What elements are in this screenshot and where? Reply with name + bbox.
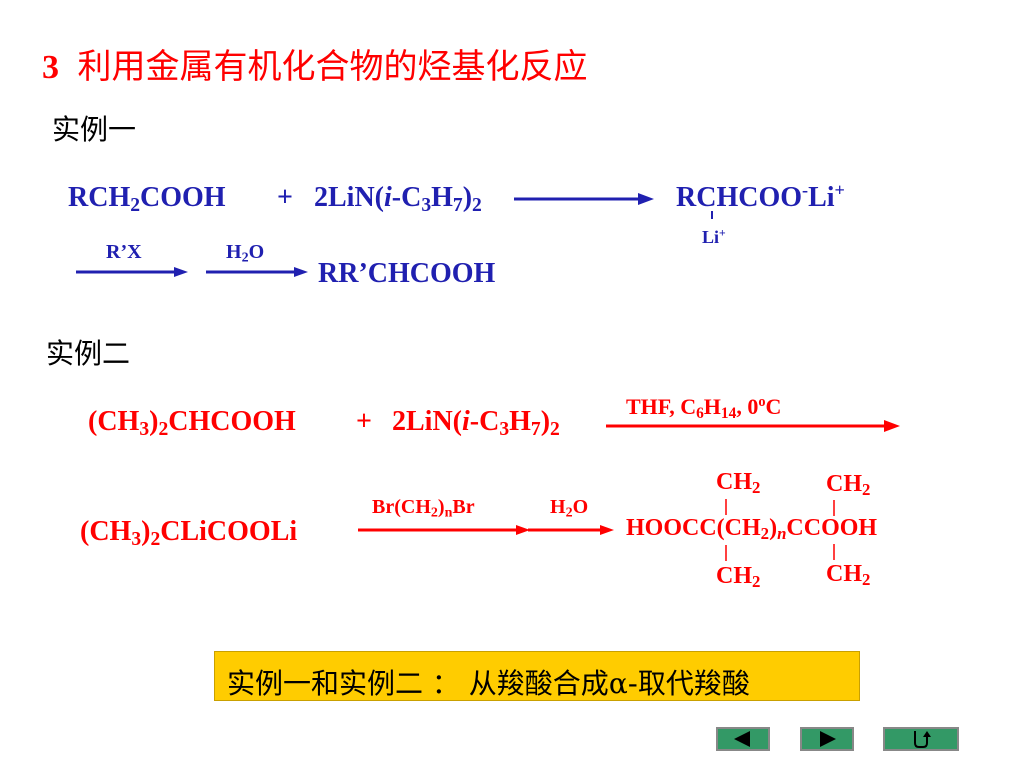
example2-arrow-main [606,420,900,432]
example2-arrow-br [358,525,530,535]
summary-box: 实例一和实例二 ： 从羧酸合成α-取代羧酸 [214,651,860,701]
example2-label: 实例二 [46,337,131,370]
example1-reactant2: 2LiN(i-C3H7)2 [314,182,482,216]
product-main: HOOCC(CH2)nCCOOH [626,515,878,544]
slide-title: 3 利用金属有机化合物的烃基化反应 [42,50,588,85]
example1-li-below: Li+ [702,226,726,247]
example2-intermediate: (CH3)2CLiCOOLi [80,516,298,550]
product-bond-bottom-left [725,545,727,561]
title-number: 3 [42,49,59,86]
triangle-left-icon [734,731,750,747]
example1-plus: + [277,182,293,213]
example1-arrow-rx [76,267,188,277]
prev-slide-button[interactable] [716,727,770,751]
summary-text: 实例一和实例二 ： 从羧酸合成α-取代羧酸 [227,667,750,700]
product-ch2-bottom-right: CH2 [826,561,871,590]
example1-reagent-h2o: H2O [226,241,265,266]
product-bond-top-left [725,499,727,515]
example1-label: 实例一 [52,113,137,146]
triangle-right-icon [820,731,836,747]
return-button[interactable] [883,727,959,751]
example2-plus: + [356,406,372,437]
title-text: 利用金属有机化合物的烃基化反应 [77,47,588,87]
example1-arrow-main [514,193,654,205]
product-ch2-bottom-left: CH2 [716,563,761,592]
product-ch2-top-right: CH2 [826,471,871,500]
product-ch2-top-left: CH2 [716,469,761,498]
example1-reagent-rx: R’X [106,241,142,263]
example1-bond-line [711,211,713,219]
example1-product1: RCHCOO-Li+ [676,180,845,213]
example2-reagent-h2o: H2O [550,496,589,521]
return-arrow-icon [914,731,931,748]
example2-conditions: THF, C6H14, 0oC [626,394,782,422]
example2-arrow-h2o [528,525,614,535]
example2-reactant2: 2LiN(i-C3H7)2 [392,406,560,440]
example2-reactant1: (CH3)2CHCOOH [88,406,296,440]
product-bond-bottom-right [833,544,835,560]
product-bond-top-right [833,500,835,516]
next-slide-button[interactable] [800,727,854,751]
example2-reagent-br: Br(CH2)nBr [372,496,475,521]
example1-product2: RR’CHCOOH [318,258,496,289]
alpha-symbol: α [608,667,628,700]
example1-reactant1: RCH2COOH [68,182,226,216]
example1-arrow-h2o [206,267,308,277]
